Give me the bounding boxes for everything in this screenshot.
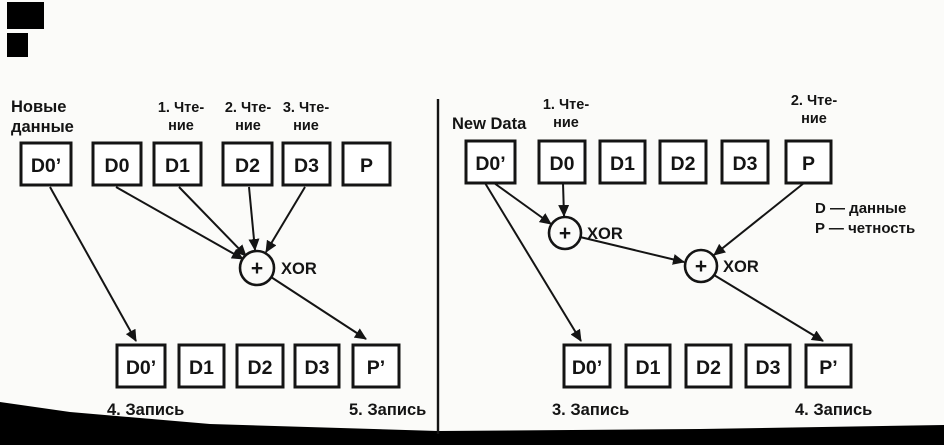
- right-arrow-p-to-xor2: [713, 182, 805, 256]
- right-bottom-disk-d1-box: [624, 343, 672, 389]
- right-read-step-2-line1: 2. Чте-: [791, 93, 837, 109]
- right-top-disk-d3-label: D3: [733, 153, 758, 175]
- right-legend-line1: D — данные: [815, 200, 906, 217]
- left-top-disk-p-label: P: [360, 155, 373, 177]
- left-xor-label: XOR: [281, 260, 317, 278]
- right-arrow-d0new-to-bottom: [484, 182, 582, 342]
- right-read-step-1-line1: 1. Чте-: [543, 97, 589, 113]
- right-top-disk-d2-label: D2: [671, 153, 696, 175]
- left-bottom-disk-d0new-box: [115, 343, 167, 389]
- left-bottom-disk-pnew-box: [351, 343, 401, 389]
- left-new-data-label-line2: данные: [11, 118, 74, 136]
- right-bottom-disk-d3-box: [744, 343, 792, 389]
- right-arrow-d0new-to-xor1: [493, 182, 552, 225]
- right-top-disk-p-box: [784, 139, 833, 185]
- scan-blob-top-left-2: [7, 33, 28, 57]
- right-bottom-disk-d2-label: D2: [696, 357, 721, 379]
- right-xor1-label: XOR: [587, 225, 623, 243]
- right-bottom-disk-pnew-box: [804, 343, 853, 389]
- right-read-step-2-line2: ние: [801, 111, 827, 127]
- left-xor-circle: [238, 249, 276, 287]
- right-bottom-disk-d1-label: D1: [636, 357, 661, 379]
- left-bottom-disk-d2-label: D2: [248, 357, 273, 379]
- left-top-disk-d2-box: [221, 141, 274, 187]
- left-arrow-d0new-to-bottom: [49, 186, 137, 342]
- left-xor-plus-sign: +: [251, 257, 263, 280]
- left-top-disk-p-box: [341, 141, 392, 187]
- right-arrow-d0-to-xor1: [558, 182, 570, 217]
- left-arrow-xor-to-pnew: [270, 276, 367, 340]
- right-arrow-xor1-to-xor2: [579, 236, 685, 265]
- right-top-disk-d0new-label: D0’: [475, 153, 505, 175]
- left-bottom-disk-d2-box: [235, 343, 285, 389]
- left-arrow-d1-to-xor: [178, 186, 247, 257]
- right-top-disk-d1-box: [598, 139, 647, 185]
- left-read-step-2-line1: 2. Чте-: [225, 100, 271, 116]
- right-new-data-label: New Data: [452, 115, 527, 133]
- right-top-disk-d0-label: D0: [550, 153, 575, 175]
- right-top-disk-d0new-box: [464, 139, 517, 185]
- left-read-step-1-line2: ние: [168, 118, 194, 134]
- right-bottom-disk-d0new-box: [562, 343, 612, 389]
- scan-band-bottom: [0, 402, 944, 445]
- left-arrow-d3-to-xor: [265, 186, 306, 253]
- right-bottom-disk-pnew-label: P’: [819, 357, 837, 379]
- right-top-disk-d1-label: D1: [610, 153, 635, 175]
- right-read-step-1-line2: ние: [553, 115, 579, 131]
- right-xor2-plus-sign: +: [695, 255, 707, 278]
- right-top-disk-d2-box: [658, 139, 708, 185]
- left-bottom-disk-d3-label: D3: [305, 357, 330, 379]
- right-top-disk-d0-box: [537, 139, 587, 185]
- left-top-disk-d3-box: [281, 141, 332, 187]
- left-read-step-3-line1: 3. Чте-: [283, 100, 329, 116]
- left-top-disk-d0new-label: D0’: [31, 155, 61, 177]
- right-xor2-circle: [683, 248, 719, 284]
- right-top-disk-d3-box: [720, 139, 770, 185]
- left-top-disk-d2-label: D2: [235, 155, 260, 177]
- right-write-step-2-label: 4. Запись: [795, 401, 872, 419]
- left-bottom-disk-d0new-label: D0’: [126, 357, 156, 379]
- left-read-step-3-line2: ние: [293, 118, 319, 134]
- left-write-step-1-label: 4. Запись: [107, 401, 184, 419]
- right-write-step-1-label: 3. Запись: [552, 401, 629, 419]
- left-top-disk-d0-box: [91, 141, 143, 187]
- left-read-step-2-line2: ние: [235, 118, 261, 134]
- left-bottom-disk-d1-label: D1: [189, 357, 214, 379]
- left-bottom-disk-d3-box: [293, 343, 341, 389]
- left-top-disk-d3-label: D3: [294, 155, 319, 177]
- left-top-disk-d1-label: D1: [165, 155, 190, 177]
- right-bottom-disk-d3-label: D3: [756, 357, 781, 379]
- right-legend-line2: P — четность: [815, 220, 915, 237]
- right-bottom-disk-d2-box: [684, 343, 733, 389]
- right-arrow-xor2-to-pnew: [713, 274, 824, 342]
- right-top-disk-p-label: P: [802, 153, 815, 175]
- right-xor1-plus-sign: +: [559, 222, 571, 245]
- left-bottom-disk-d1-box: [177, 343, 226, 389]
- left-bottom-disk-pnew-label: P’: [367, 357, 385, 379]
- right-xor1-circle: [547, 215, 583, 251]
- left-new-data-label-line1: Новые: [11, 98, 66, 116]
- left-arrow-d0-to-xor: [115, 186, 244, 260]
- left-panel-diagram: Новые данные 1. Чте- ние 2. Чте- ние 3. …: [11, 98, 426, 419]
- left-top-disk-d0-label: D0: [105, 155, 130, 177]
- left-write-step-2-label: 5. Запись: [349, 401, 426, 419]
- left-top-disk-d1-box: [152, 141, 203, 187]
- left-arrow-d2-to-xor: [248, 186, 260, 251]
- left-read-step-1-line1: 1. Чте-: [158, 100, 204, 116]
- left-top-disk-d0new-box: [19, 141, 73, 187]
- scan-blob-top-left-1: [7, 2, 44, 29]
- right-xor2-label: XOR: [723, 258, 759, 276]
- right-bottom-disk-d0new-label: D0’: [572, 357, 602, 379]
- right-panel-diagram: New Data 1. Чте- ние 2. Чте- ние D0’ D0 …: [452, 93, 915, 419]
